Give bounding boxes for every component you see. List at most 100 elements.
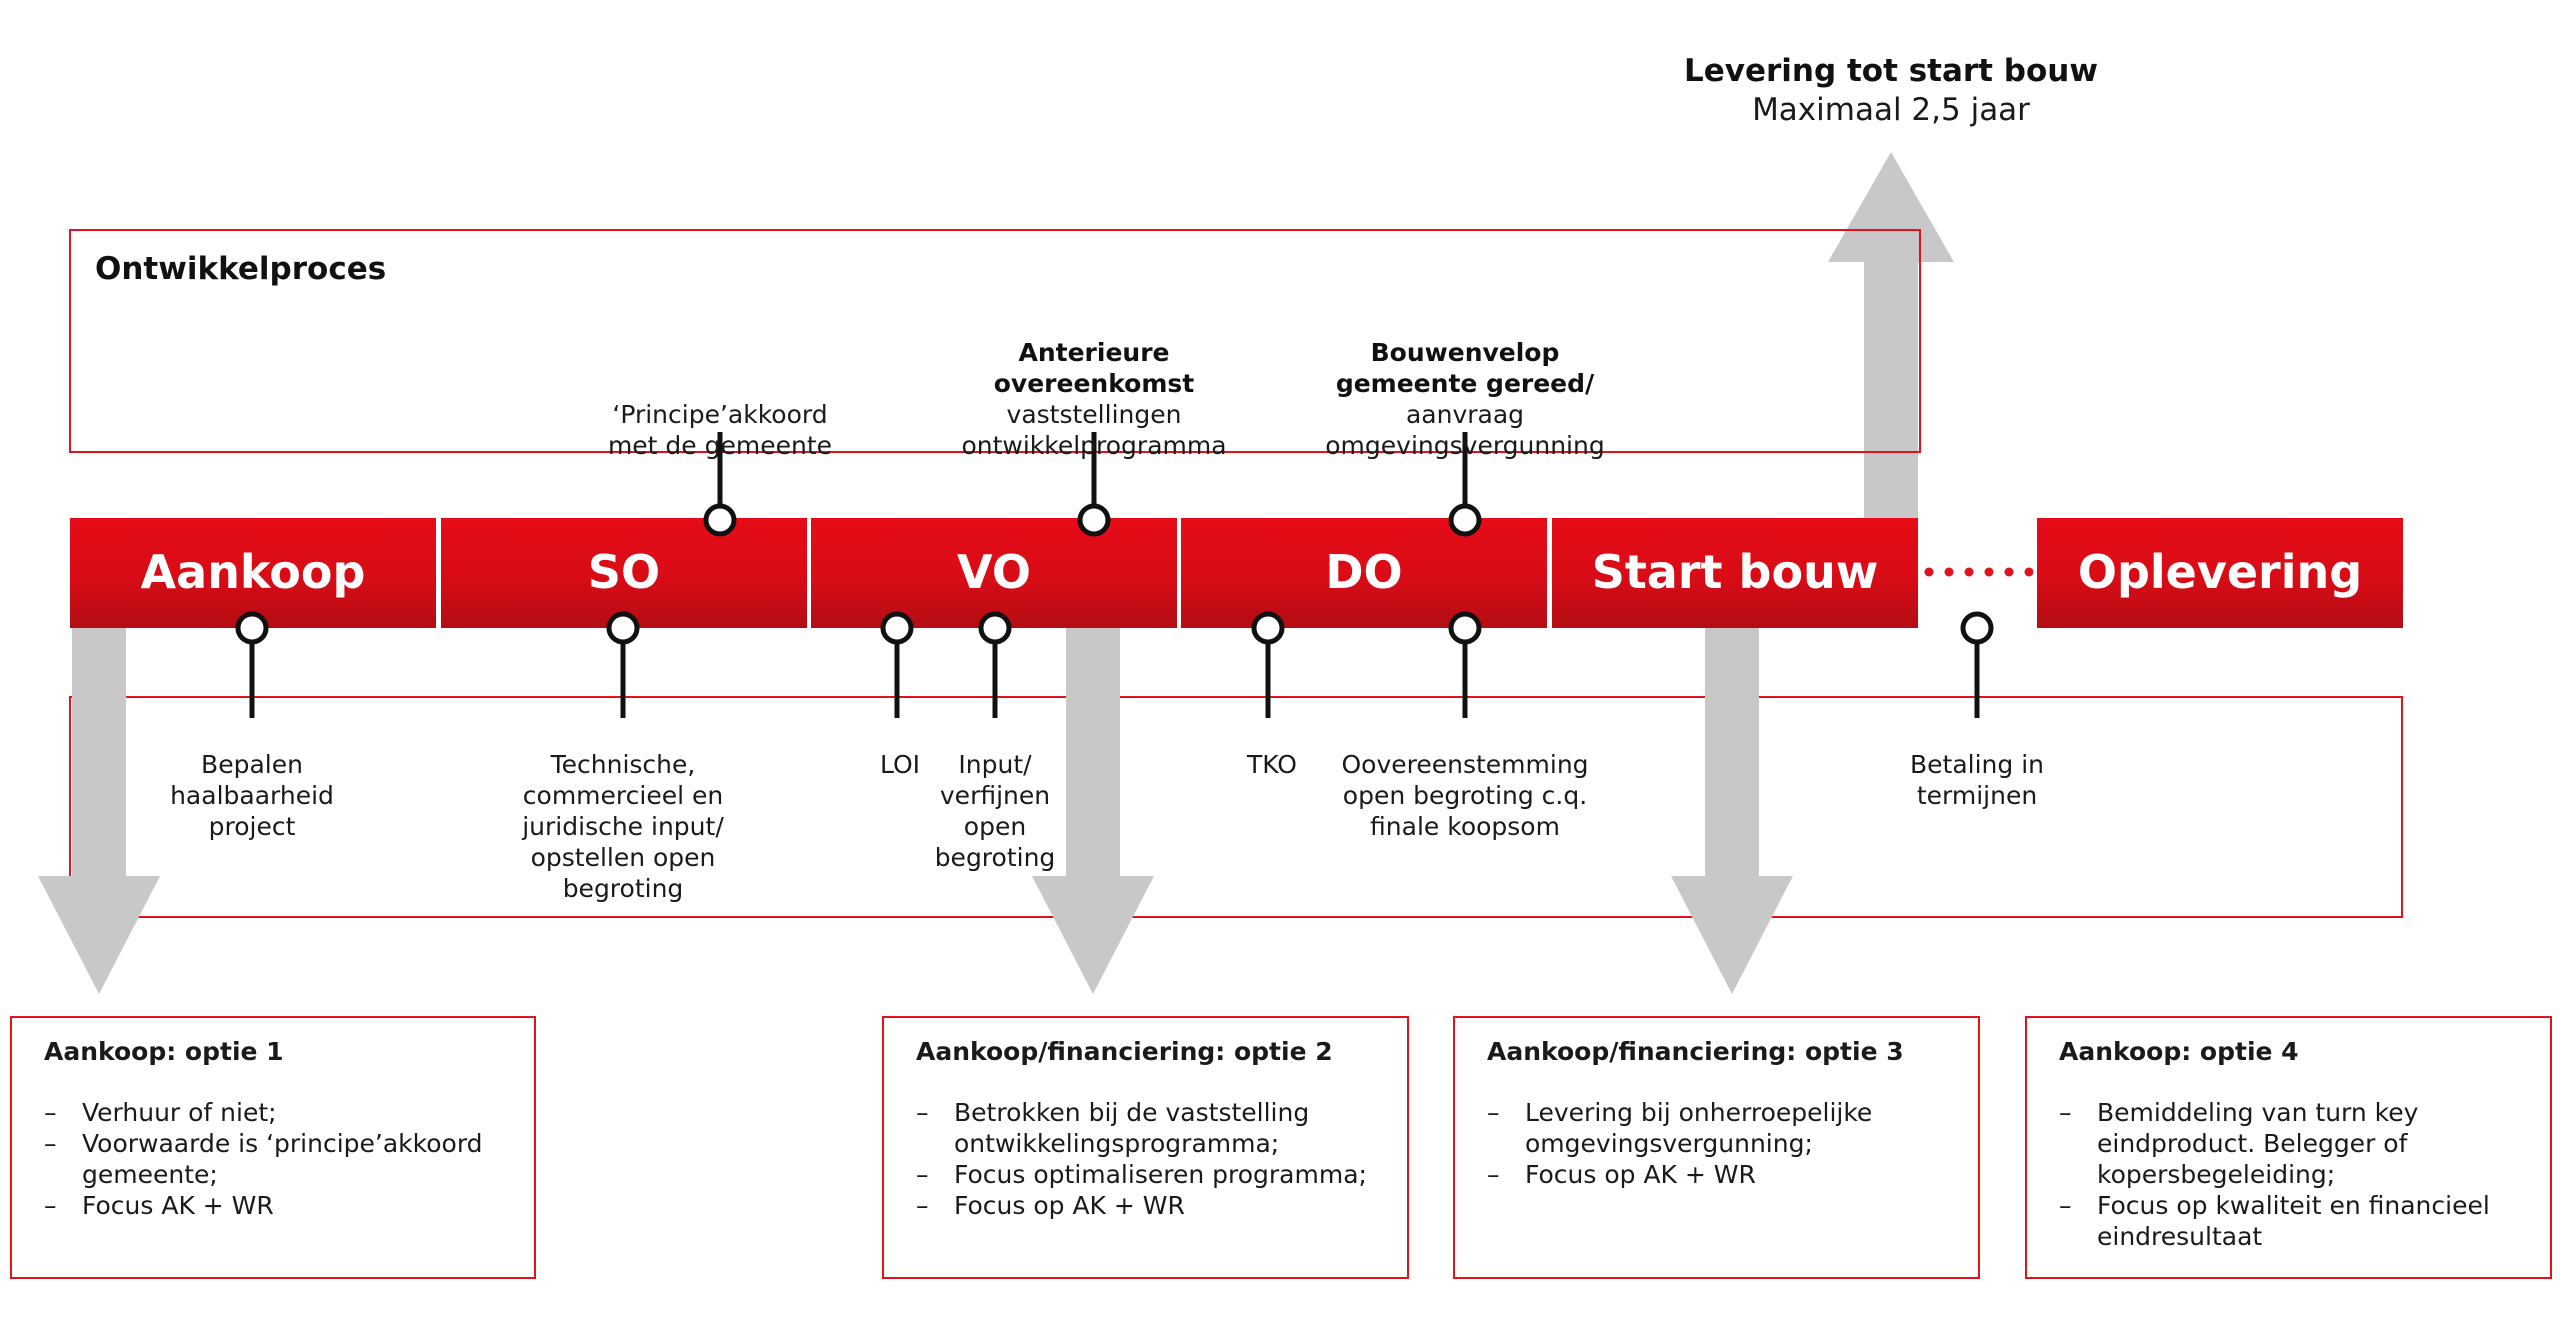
phase-so: SO [441, 518, 807, 628]
phase-bar-row: Aankoop SO VO DO Start bouw Oplevering [70, 518, 2403, 628]
milestone-pin-1 [703, 432, 737, 537]
option-title: Aankoop/financiering: optie 3 [1487, 1037, 1904, 1066]
phase-label: Aankoop [141, 545, 366, 599]
option-item: Focus AK + WR [44, 1190, 502, 1221]
phase-bar [1552, 518, 1918, 628]
activity-label: juridische input/ [521, 812, 724, 841]
option-item: Bemiddeling van turn key eindproduct. Be… [2059, 1097, 2518, 1190]
option-item: Focus op kwaliteit en financieel eindres… [2059, 1190, 2518, 1252]
option-list: Betrokken bij de vaststelling ontwikkeli… [916, 1097, 1375, 1221]
activity-5: TKO [1246, 750, 1297, 779]
option-title: Aankoop: optie 1 [44, 1037, 284, 1066]
option-title: Aankoop: optie 4 [2059, 1037, 2299, 1066]
delivery-subtitle: Maximaal 2,5 jaar [1752, 92, 2030, 128]
activity-label: TKO [1246, 750, 1297, 779]
phase-bar [70, 518, 436, 628]
phase-start-bouw: Start bouw [1552, 518, 1918, 628]
phase-label: Start bouw [1592, 545, 1879, 599]
arrow-down-option-1 [38, 628, 160, 994]
option-list: Verhuur of niet; Voorwaarde is ‘principe… [44, 1097, 502, 1221]
activity-pin-2 [606, 611, 640, 718]
milestone-2: Anterieureovereenkomstvaststellingenontw… [961, 338, 1226, 460]
connector-dot [2024, 567, 2034, 577]
option-box-4: Aankoop: optie 4 Bemiddeling van turn ke… [2025, 1016, 2552, 1279]
phase-bar [1181, 518, 1547, 628]
activity-pins [235, 611, 1994, 718]
milestone-label: ontwikkelprogramma [961, 431, 1226, 460]
option-list: Levering bij onherroepelijke omgevingsve… [1487, 1097, 1946, 1190]
activity-label: project [209, 812, 296, 841]
connector-dot [1924, 567, 1934, 577]
activity-pin-5 [1251, 611, 1285, 718]
activity-label: finale koopsom [1370, 812, 1560, 841]
milestone-label: omgevingsvergunning [1325, 431, 1604, 460]
option-box-3: Aankoop/financiering: optie 3 Levering b… [1453, 1016, 1980, 1279]
option-item: Betrokken bij de vaststelling ontwikkeli… [916, 1097, 1375, 1159]
connector-dot [2004, 567, 2014, 577]
phase-do: DO [1181, 518, 1547, 628]
activity-label: opstellen open [531, 843, 716, 872]
activity-label: Technische, [550, 750, 696, 779]
delivery-title: Levering tot start bouw [1684, 53, 2098, 89]
phase-aankoop: Aankoop [70, 518, 436, 628]
milestone-label-bold: gemeente gereed/ [1336, 369, 1595, 398]
activity-pin-4 [978, 611, 1012, 718]
milestone-label-bold: Bouwenvelop [1371, 338, 1560, 367]
arrow-down-option-3 [1671, 628, 1793, 994]
activity-label: begroting [563, 874, 684, 903]
activity-label: open begroting c.q. [1343, 781, 1587, 810]
process-title: Ontwikkelproces [95, 251, 386, 287]
arrow-down-option-2 [1032, 628, 1154, 994]
phase-vo: VO [811, 518, 1177, 628]
activity-label: verfijnen [940, 781, 1050, 810]
phase-bar [811, 518, 1177, 628]
option-item: Focus op AK + WR [916, 1190, 1375, 1221]
activity-label: begroting [935, 843, 1056, 872]
activity-label: commercieel en [523, 781, 723, 810]
dotted-connector [1924, 567, 2034, 577]
activity-pin-1 [235, 611, 269, 718]
milestone-label-bold: Anterieure [1019, 338, 1170, 367]
option-item: Focus optimaliseren programma; [916, 1159, 1375, 1190]
option-title: Aankoop/financiering: optie 2 [916, 1037, 1333, 1066]
option-item: Voorwaarde is ‘principe’akkoord gemeente… [44, 1128, 502, 1190]
phase-label: VO [957, 545, 1031, 599]
connector-dot [1984, 567, 1994, 577]
phase-label: Oplevering [2078, 545, 2362, 599]
milestone-label: vaststellingen [1007, 400, 1182, 429]
milestone-label: met de gemeente [608, 431, 832, 460]
process-frame [69, 229, 1921, 453]
activity-label: open [964, 812, 1026, 841]
activity-label: Input/ [958, 750, 1032, 779]
connector-dot [1964, 567, 1974, 577]
option-item: Levering bij onherroepelijke omgevingsve… [1487, 1097, 1946, 1159]
milestone-pin-3 [1448, 432, 1482, 537]
activity-label: haalbaarheid [170, 781, 334, 810]
activity-label: LOI [880, 750, 920, 779]
activity-label: termijnen [1917, 781, 2037, 810]
phase-label: DO [1325, 545, 1402, 599]
activity-frame [69, 696, 2403, 918]
option-item: Focus op AK + WR [1487, 1159, 1946, 1190]
activity-label: Bepalen [201, 750, 303, 779]
milestone-pin-2 [1077, 432, 1111, 537]
phase-label: SO [588, 545, 660, 599]
phase-oplevering: Oplevering [2037, 518, 2403, 628]
milestone-label: ‘Principe’akkoord [612, 400, 827, 429]
connector-dot [1944, 567, 1954, 577]
option-box-2: Aankoop/financiering: optie 2 Betrokken … [882, 1016, 1409, 1279]
activity-pin-6 [1448, 611, 1482, 718]
phase-bar [441, 518, 807, 628]
phase-bar [2037, 518, 2403, 628]
option-box-1: Aankoop: optie 1 Verhuur of niet; Voorwa… [10, 1016, 536, 1279]
activity-label: Oovereenstemming [1341, 750, 1588, 779]
activity-label: Betaling in [1910, 750, 2044, 779]
activity-pin-3 [880, 611, 914, 718]
